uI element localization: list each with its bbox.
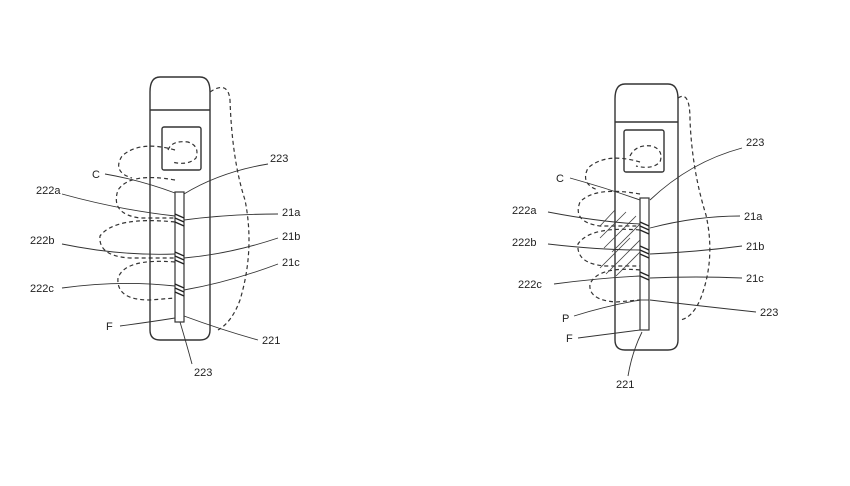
leader-222b [61,243,176,255]
leader-f [577,329,641,339]
device-body [614,83,679,351]
label-f: F [566,333,573,345]
sensor-strip [174,191,185,323]
contact-region [599,209,641,277]
label-21c: 21c [282,257,300,269]
electrode-a [174,213,185,227]
display-window [623,129,665,173]
label-222c: 222c [30,283,54,295]
label-221: 221 [616,379,634,391]
leader-21a [183,213,279,221]
leader-222a [547,211,641,225]
finger-top [118,145,176,179]
finger-3 [589,268,641,303]
hand-outline [677,95,711,321]
label-223-top: 223 [746,137,764,149]
label-222a: 222a [36,185,61,197]
thumb-outline [167,141,198,164]
leader-222b [547,243,641,251]
label-21b: 21b [282,231,300,243]
device-body [149,76,211,341]
label-222c: 222c [518,279,542,291]
label-223-side: 223 [760,307,778,319]
leader-221 [183,315,259,341]
label-223-top: 223 [270,153,288,165]
label-21c: 21c [746,273,764,285]
leader-21b [183,237,279,259]
electrode-a [639,221,650,235]
label-221: 221 [262,335,280,347]
hand-outline [209,86,250,331]
label-c: C [92,169,100,181]
leader-222a [61,193,176,217]
leader-21c [183,263,279,291]
finger-top [585,157,641,191]
leader-223-top [649,147,743,201]
label-222b: 222b [512,237,536,249]
figure-right: C 223 222a 21a 222b 21b 222c 21c P 223 F… [512,83,778,391]
leader-c [569,177,641,201]
sensor-strip [639,197,650,331]
leader-21c [649,276,743,279]
leader-223-bottom [179,321,193,365]
label-223-bottom: 223 [194,367,212,379]
label-222b: 222b [30,235,54,247]
leader-21a [649,215,741,229]
label-222a: 222a [512,205,537,217]
finger-2 [99,220,176,259]
thumb-outline [629,145,662,168]
leader-223-side [649,299,757,313]
leader-222c [553,275,641,285]
electrode-b [639,245,650,259]
leader-21b [649,245,743,255]
finger-3 [117,260,176,301]
label-f: F [106,321,113,333]
figure-left: C 223 222a 21a 222b 21b 222c 21c F 221 2… [30,76,301,379]
display-window [161,126,202,171]
label-21a: 21a [282,207,301,219]
label-p: P [562,313,569,325]
electrode-c [639,271,650,281]
label-21b: 21b [746,241,764,253]
leader-222c [61,282,176,289]
label-c: C [556,173,564,185]
leader-f [119,317,176,327]
leader-c [104,173,176,194]
finger-2 [577,228,641,267]
leader-p [573,299,641,317]
leader-221 [627,331,643,377]
finger-1 [115,176,176,219]
label-21a: 21a [744,211,763,223]
electrode-b [174,251,185,265]
electrode-c [174,283,185,297]
leader-223-top [183,163,269,195]
